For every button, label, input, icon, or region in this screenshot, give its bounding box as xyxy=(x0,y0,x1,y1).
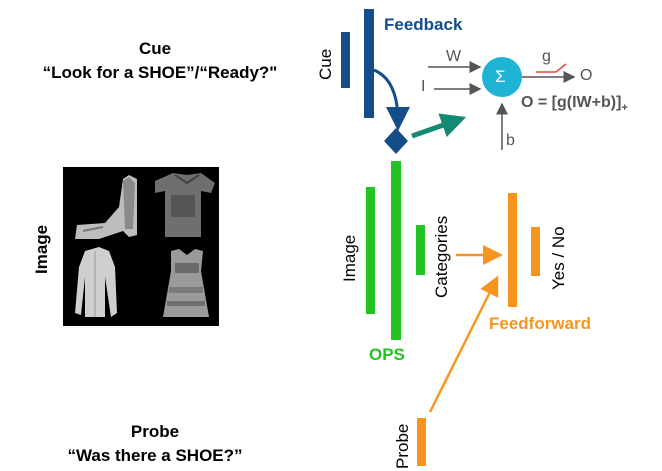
cue-title: Cue xyxy=(138,39,172,58)
yesno-bar xyxy=(531,227,540,276)
image-grid xyxy=(63,167,219,326)
shirt-thumbnail xyxy=(155,173,215,237)
g-label: g xyxy=(542,48,551,65)
cue-bar xyxy=(341,32,350,88)
formula-main: O = [g(IW+b)] xyxy=(521,94,622,111)
ops-label: OPS xyxy=(369,345,405,364)
feedback-bar xyxy=(364,9,374,118)
probe-label: Probe xyxy=(393,423,412,469)
coat-thumbnail xyxy=(75,247,117,317)
dress-thumbnail xyxy=(163,249,209,317)
probe-bar xyxy=(417,418,426,466)
feedforward-bar xyxy=(508,193,517,307)
b-label: b xyxy=(506,132,515,149)
probe-text: “Was there a SHOE?” xyxy=(67,446,243,465)
categories-bar xyxy=(416,225,425,275)
neuron-circle xyxy=(482,57,522,97)
formula-subscript: + xyxy=(621,102,628,114)
feedback-arrow xyxy=(373,68,410,131)
image-thumbnails xyxy=(75,173,215,317)
categories-label: Categories xyxy=(432,215,451,298)
probe-title: Probe xyxy=(130,422,180,441)
feedback-label: Feedback xyxy=(384,15,463,34)
teal-arrow xyxy=(411,113,467,139)
gate-diamond xyxy=(384,128,408,154)
w-label: W xyxy=(446,48,462,65)
activation-icon xyxy=(536,63,567,73)
yesno-label: Yes / No xyxy=(549,226,568,290)
feedforward-label: Feedforward xyxy=(489,314,592,333)
o-label: O xyxy=(580,67,593,84)
boot-thumbnail xyxy=(75,175,137,239)
image-label: Image xyxy=(340,234,359,282)
image-bar xyxy=(366,187,375,314)
cue-label: Cue xyxy=(316,48,335,80)
cue-text: “Look for a SHOE”/“Ready?" xyxy=(42,63,278,82)
ops-bar xyxy=(391,161,401,340)
i-label: I xyxy=(421,78,426,95)
probe-arrow xyxy=(428,275,499,413)
activation-formula: O = [g(IW+b)]+ xyxy=(521,94,628,114)
sigma-label: Σ xyxy=(495,67,506,86)
